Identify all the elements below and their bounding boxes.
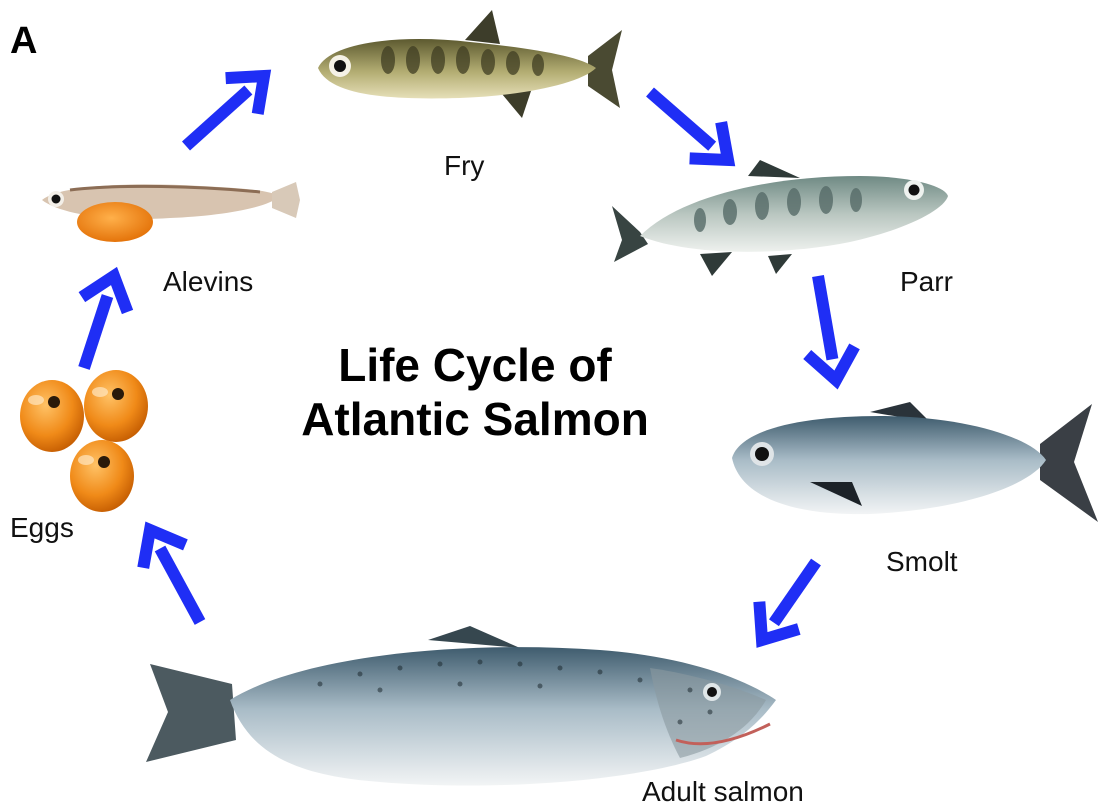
stage-label-adult-salmon: Adult salmon: [642, 776, 804, 808]
alevin-image: [42, 182, 300, 242]
arrow-smolt-to-adult: [759, 562, 816, 640]
adult-salmon-image: [146, 626, 776, 786]
stage-label-smolt: Smolt: [886, 546, 958, 578]
arrow-adult-to-eggs: [143, 530, 200, 622]
diagram-title: Life Cycle of Atlantic Salmon: [240, 338, 710, 446]
stage-label-fry: Fry: [444, 150, 484, 182]
arrow-eggs-to-alevins: [82, 276, 128, 368]
panel-label: A: [10, 20, 37, 63]
stage-label-parr: Parr: [900, 266, 953, 298]
title-line-2: Atlantic Salmon: [240, 392, 710, 446]
smolt-image: [732, 402, 1098, 522]
eggs-image: [20, 370, 148, 512]
fry-image: [318, 10, 622, 118]
stage-label-eggs: Eggs: [10, 512, 74, 544]
parr-image: [612, 160, 948, 276]
arrow-fry-to-parr: [650, 92, 728, 160]
arrow-parr-to-smolt: [807, 276, 854, 380]
title-line-1: Life Cycle of: [240, 338, 710, 392]
arrow-alevins-to-fry: [186, 76, 264, 146]
stage-label-alevins: Alevins: [163, 266, 253, 298]
